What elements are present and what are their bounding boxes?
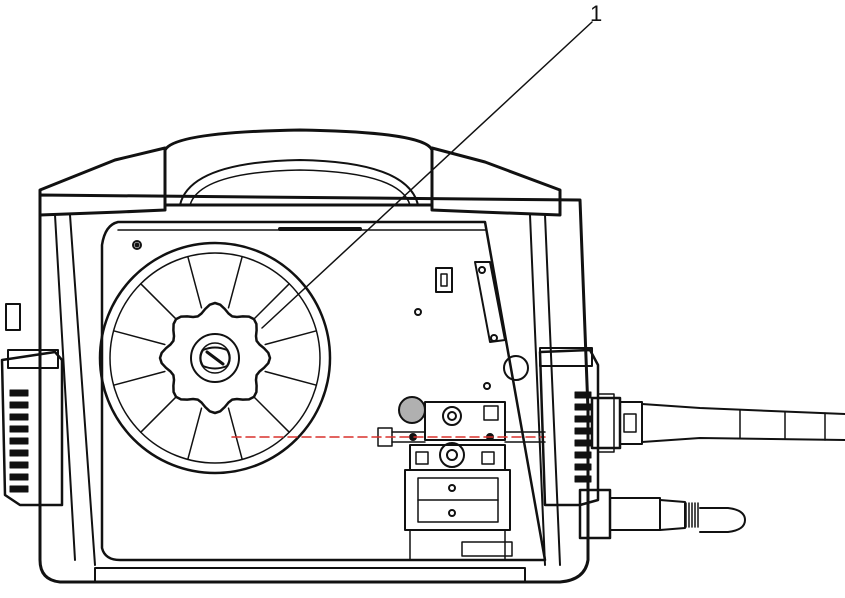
callout-label-1: 1: [590, 1, 603, 26]
bracket-plate: [474, 261, 506, 343]
vent-slot: [9, 413, 29, 421]
side-panel: [100, 220, 547, 562]
side-panel-outline: [100, 220, 547, 562]
spool-spoke: [112, 330, 166, 346]
gas-inlet-circle: [503, 355, 529, 381]
tension-knob-icon[interactable]: [398, 396, 426, 424]
polarity-switch-inner: [440, 273, 448, 287]
vent-slot: [9, 437, 29, 445]
carry-handle: [163, 128, 434, 207]
right-grip-outline: [538, 348, 600, 507]
arm-latch[interactable]: [483, 405, 499, 421]
spool-spoke: [264, 370, 318, 386]
spool-spoke: [227, 407, 243, 461]
left-side-switch-icon[interactable]: [5, 303, 21, 331]
housing-right-rail: [529, 214, 561, 566]
panel-screw-top-left: [132, 240, 142, 250]
spool-spoke: [140, 283, 179, 322]
vent-slot: [574, 391, 592, 399]
ground-plug-threads: [685, 502, 699, 528]
drive-roll-bottom-icon: [439, 442, 465, 468]
vent-slot: [574, 451, 592, 459]
handle-inner-grip-2: [189, 169, 411, 206]
housing-base: [94, 567, 526, 583]
motor-screw-bottom: [448, 509, 456, 517]
vent-slot: [574, 463, 592, 471]
callout-leader-line: [261, 21, 593, 329]
vent-slot: [9, 389, 29, 397]
vent-slot: [574, 439, 592, 447]
drive-roll-bottom-hub: [446, 449, 458, 461]
spool-spoke: [251, 394, 290, 433]
bracket-screw-bottom-icon: [490, 334, 498, 342]
vent-slot: [9, 485, 29, 493]
drive-block-slot-left: [415, 451, 429, 465]
vent-slot: [9, 461, 29, 469]
right-side-grip: [538, 347, 600, 507]
left-grip-top-tab: [7, 349, 59, 369]
spool-outer-rim: [98, 241, 332, 475]
spool-spoke: [187, 407, 203, 461]
motor-housing: [404, 469, 511, 531]
ground-plug-body: [609, 497, 661, 531]
panel-controls: [414, 261, 529, 390]
handle-inner-grip: [179, 159, 419, 206]
torch-connector: [590, 393, 845, 453]
spool-spoke: [140, 394, 179, 433]
right-grip-top-tab: [539, 347, 593, 367]
panel-hole-small: [414, 308, 422, 316]
housing: [38, 146, 590, 584]
vent-slot: [9, 425, 29, 433]
vent-slot: [574, 415, 592, 423]
vent-slot: [9, 449, 29, 457]
spool-lock-knob-icon[interactable]: [199, 346, 231, 370]
wire-feeder: [377, 396, 546, 561]
bracket-screw-top-icon: [478, 266, 486, 274]
euro-socket-ring: [597, 393, 615, 453]
spool-spoke: [251, 283, 290, 322]
drive-roll-top-icon: [442, 406, 462, 426]
spool-spokes: [112, 255, 318, 461]
spool-lock-knob-bar: [205, 350, 225, 366]
spool-inner-rim: [109, 252, 321, 464]
ground-cable: [699, 507, 746, 533]
motor-screw-top: [448, 484, 456, 492]
housing-outer-shell: [38, 193, 590, 584]
torch-cable-sleeve: [641, 403, 845, 443]
wire-spool: [98, 241, 332, 475]
handle-outer: [163, 128, 434, 207]
spool-spoke: [264, 330, 318, 346]
spool-spoke: [227, 255, 243, 309]
left-grip-outline: [0, 350, 64, 507]
vent-slot: [9, 401, 29, 409]
spool-spoke: [112, 370, 166, 386]
vent-slot: [9, 473, 29, 481]
ground-plug-collar: [659, 499, 686, 531]
panel-screw-mid-icon: [483, 382, 491, 390]
connector-nut-inner: [623, 413, 637, 433]
connector-nut: [619, 401, 643, 445]
housing-top-right-shoulder: [430, 146, 562, 217]
euro-socket: [590, 396, 622, 450]
ground-connector: [578, 488, 746, 540]
housing-top-left-shoulder: [38, 146, 167, 217]
drive-block-slot-right: [481, 451, 495, 465]
polarity-switch-icon[interactable]: [435, 267, 453, 293]
ground-socket: [578, 488, 612, 540]
drive-roll-top-hub: [447, 411, 457, 421]
pressure-arm: [424, 401, 506, 441]
vent-slot: [574, 427, 592, 435]
vent-slot: [574, 475, 592, 483]
motor-bottom-plate: [461, 541, 513, 557]
spool-spoke: [187, 255, 203, 309]
left-vent-slots: [9, 389, 29, 493]
panel-screw-top-left-dot: [134, 242, 140, 248]
left-side-grip: [0, 303, 64, 507]
vent-slot: [574, 403, 592, 411]
housing-left-rail: [54, 214, 96, 566]
